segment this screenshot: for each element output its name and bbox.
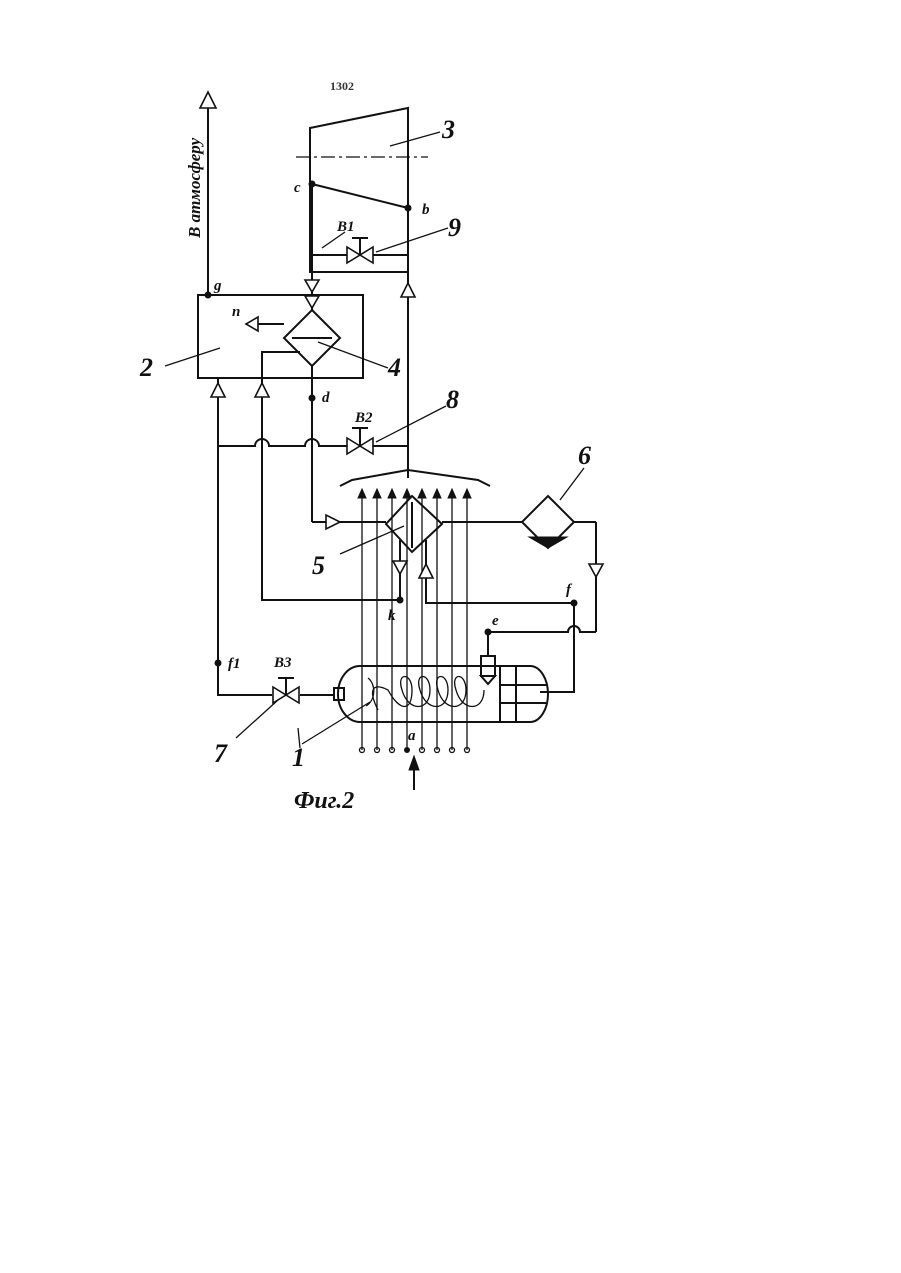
valve-b1-right — [360, 247, 373, 263]
leader-4 — [318, 342, 388, 368]
leader-9 — [376, 228, 448, 252]
exchanger-5 — [386, 496, 442, 552]
figure-caption: Фиг.2 — [294, 788, 354, 814]
point-g-label: g — [213, 278, 222, 294]
line-f-to-5 — [426, 540, 574, 603]
leader-6 — [560, 468, 584, 500]
label-6: 6 — [578, 441, 591, 470]
valve-b3-left — [273, 687, 286, 703]
label-7: 7 — [214, 739, 228, 768]
exhaust-arrow-icon — [200, 92, 216, 108]
point-f1-label: f1 — [228, 656, 241, 672]
point-d-dot — [309, 395, 315, 401]
f-arrow-up-icon — [419, 564, 433, 578]
valve-b3-label: B3 — [273, 655, 292, 671]
label-8: 8 — [446, 385, 459, 414]
point-a-label: a — [408, 728, 416, 744]
label-1: 1 — [292, 743, 305, 772]
label-5: 5 — [312, 551, 325, 580]
point-e-label: e — [492, 613, 499, 629]
line-f1 — [218, 378, 272, 695]
point-d-label: d — [322, 390, 330, 406]
point-f-dot — [571, 600, 577, 606]
leader-1 — [302, 702, 370, 744]
outlet-arrow-1 — [305, 280, 319, 292]
label-4: 4 — [387, 353, 401, 382]
point-n-label: n — [232, 304, 240, 320]
turbine-stage-line — [312, 184, 408, 208]
k-arrow-down-icon — [393, 561, 407, 574]
point-b-label: b — [422, 202, 430, 218]
valve-b2-left — [347, 438, 360, 454]
leader-8 — [376, 406, 446, 442]
label-9: 9 — [448, 213, 461, 242]
leader-3 — [390, 132, 440, 146]
inlet-arrow-icon — [401, 283, 415, 297]
valve-b2-right — [360, 438, 373, 454]
line-e — [488, 626, 596, 632]
point-f1-dot — [215, 660, 221, 666]
valve-b3-right — [286, 687, 299, 703]
point-f-label: f — [566, 582, 573, 598]
point-k-dot — [397, 597, 403, 603]
label-2: 2 — [139, 353, 153, 382]
nozzle-tip — [481, 676, 495, 684]
collector-hood — [340, 470, 490, 486]
leader-5 — [340, 526, 404, 554]
line-6-arrow-icon — [589, 564, 603, 577]
valve-b1-left — [347, 247, 360, 263]
point-e-dot — [485, 629, 491, 635]
f1-arrow-up-icon — [211, 383, 225, 397]
valve-b2-label: B2 — [354, 410, 373, 426]
air-inlet-arrow-icon — [409, 756, 419, 770]
n-arrow-icon — [246, 317, 258, 331]
point-k-label: k — [388, 608, 396, 624]
page-mark: 1302 — [330, 79, 354, 93]
leader-b1 — [322, 232, 345, 248]
atmosphere-label: В атмосферу — [185, 137, 204, 239]
point-c-label: c — [294, 180, 301, 196]
k-arrow-up-icon — [255, 383, 269, 397]
chamber-end-cap — [500, 666, 548, 722]
label-3: 3 — [441, 115, 455, 144]
leader-7 — [236, 700, 278, 738]
d-arrow-icon — [326, 515, 340, 529]
separator-6-sump — [529, 537, 567, 548]
outlet-arrow-2 — [305, 296, 319, 308]
leader-2 — [165, 348, 220, 366]
point-b-dot — [405, 205, 411, 211]
flow-tubes — [358, 489, 471, 753]
